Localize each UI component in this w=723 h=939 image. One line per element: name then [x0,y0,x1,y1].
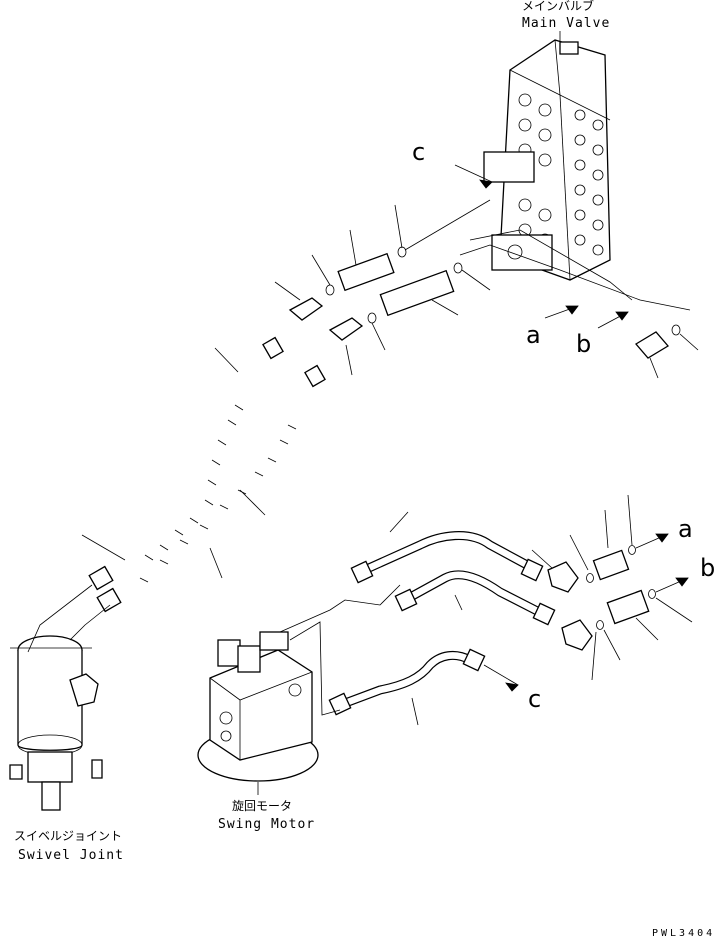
marker-a-bottom: a [678,515,693,543]
swing-motor-label-en: Swing Motor [218,817,315,832]
leader-lines-hoses [81,347,266,579]
hose-group-lower [328,531,656,716]
swing-motor [197,631,319,782]
swivel-joint-label-en: Swivel Joint [18,848,124,863]
marker-b-bottom: b [700,554,715,582]
main-valve [483,39,611,281]
swing-motor-label-jp: 旋回モータ [232,799,292,813]
swivel-joint-label-jp: スイベルジョイント [14,829,122,843]
marker-c-top: c [412,138,425,166]
hose-pair-upper [88,336,326,613]
main-valve-label-en: Main Valve [522,16,610,31]
main-valve-label-jp: メインバルブ [522,0,594,13]
leader-lines-top [274,204,699,379]
marker-a-top: a [526,321,541,349]
fitting-group-upper [288,246,681,359]
drawing-code: PWL3404 [652,928,715,939]
swivel-joint [9,635,103,811]
marker-c-bottom: c [528,685,541,713]
marker-b-top: b [576,330,591,358]
